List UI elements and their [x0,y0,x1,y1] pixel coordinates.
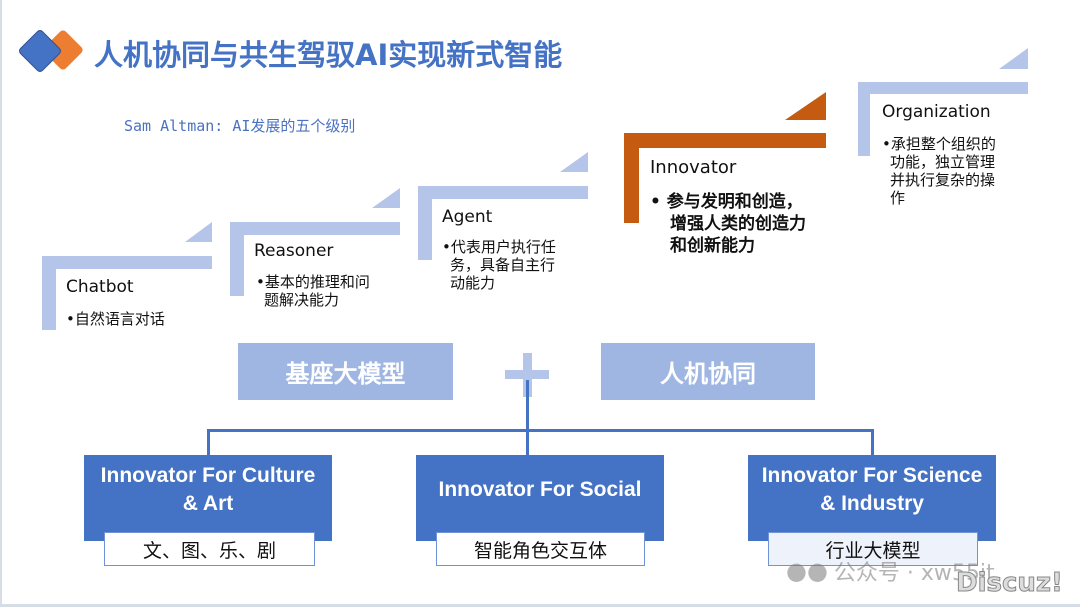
branch-tag: 文、图、乐、剧 [104,532,315,566]
branch-social: Innovator For Social [416,455,664,541]
branch-title: Innovator For Culture [100,464,316,487]
connector-line [526,429,529,456]
level-name: Reasoner [254,241,334,261]
branch-science-industry: Innovator For Science & Industry [748,455,996,541]
branch-title: & Industry [820,492,924,515]
level-desc-line: • 参与发明和创造， [650,192,803,212]
level-desc-line: 和创新能力 [670,236,755,256]
level-desc-line: •代表用户执行任 [442,238,556,256]
plus-icon [505,353,549,397]
level-name: Chatbot [66,277,134,297]
logo-diamonds-icon [17,28,88,74]
level-desc: •自然语言对话 [66,310,165,328]
connector-line [526,380,529,432]
level-desc-line: 题解决能力 [264,291,340,309]
connector-line [207,429,210,456]
subtitle: Sam Altman: AI发展的五个级别 [124,117,356,135]
foundation-model-box: 基座大模型 [238,343,453,400]
branch-tag: 行业大模型 [768,532,978,566]
level-desc-line: 动能力 [450,274,496,292]
watermark-text: 公众号 · xw55it [833,561,995,586]
level-desc-line: •承担整个组织的 [882,135,996,153]
level-name: Innovator [650,157,737,178]
connector-line [871,429,874,456]
human-ai-collab-box: 人机协同 [601,343,815,400]
connector-line [207,429,874,432]
level-name: Agent [442,207,493,227]
level-desc-line: 作 [890,189,906,207]
page-title: 人机协同与共生驾驭AI实现新式智能 [94,38,563,72]
branch-culture-art: Innovator For Culture & Art [84,455,332,541]
level-desc-line: •基本的推理和问 [256,273,370,291]
level-desc-line: 增强人类的创造力 [670,214,806,234]
level-desc-line: 并执行复杂的操 [890,171,996,189]
branch-title: Innovator For Science [761,464,983,487]
branch-title: Innovator For Social [438,478,642,501]
discuz-watermark: Discuz! [956,568,1064,599]
level-desc-line: 务，具备自主行 [450,256,556,274]
level-desc-line: 功能，独立管理 [890,153,996,171]
wechat-watermark: ●● 公众号 · xw55it [786,555,995,587]
branch-tag: 智能角色交互体 [436,532,645,566]
wechat-icon: ●● [786,557,828,585]
branch-title: & Art [182,492,234,515]
level-name: Organization [882,102,991,122]
